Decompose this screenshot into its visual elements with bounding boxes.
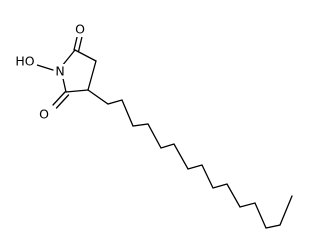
oxygen-bottom-label: O xyxy=(39,107,49,122)
bond-n-c2 xyxy=(61,49,76,67)
bond-c4-c5 xyxy=(65,89,89,93)
nitrogen-label: N xyxy=(55,64,64,79)
dodecyl-chain xyxy=(87,89,293,229)
bond-c5-o-a xyxy=(52,91,66,106)
bond-c3-c4 xyxy=(87,60,97,91)
ring-bonds xyxy=(61,49,97,93)
hydroxyl-label: HO xyxy=(15,54,34,69)
oxygen-top-label: O xyxy=(75,22,85,37)
bond-n-o xyxy=(36,64,54,71)
bond-c5-o-b xyxy=(55,94,70,109)
atom-labels: N HO O O xyxy=(14,22,87,122)
bond-c2-o-b xyxy=(77,33,84,53)
